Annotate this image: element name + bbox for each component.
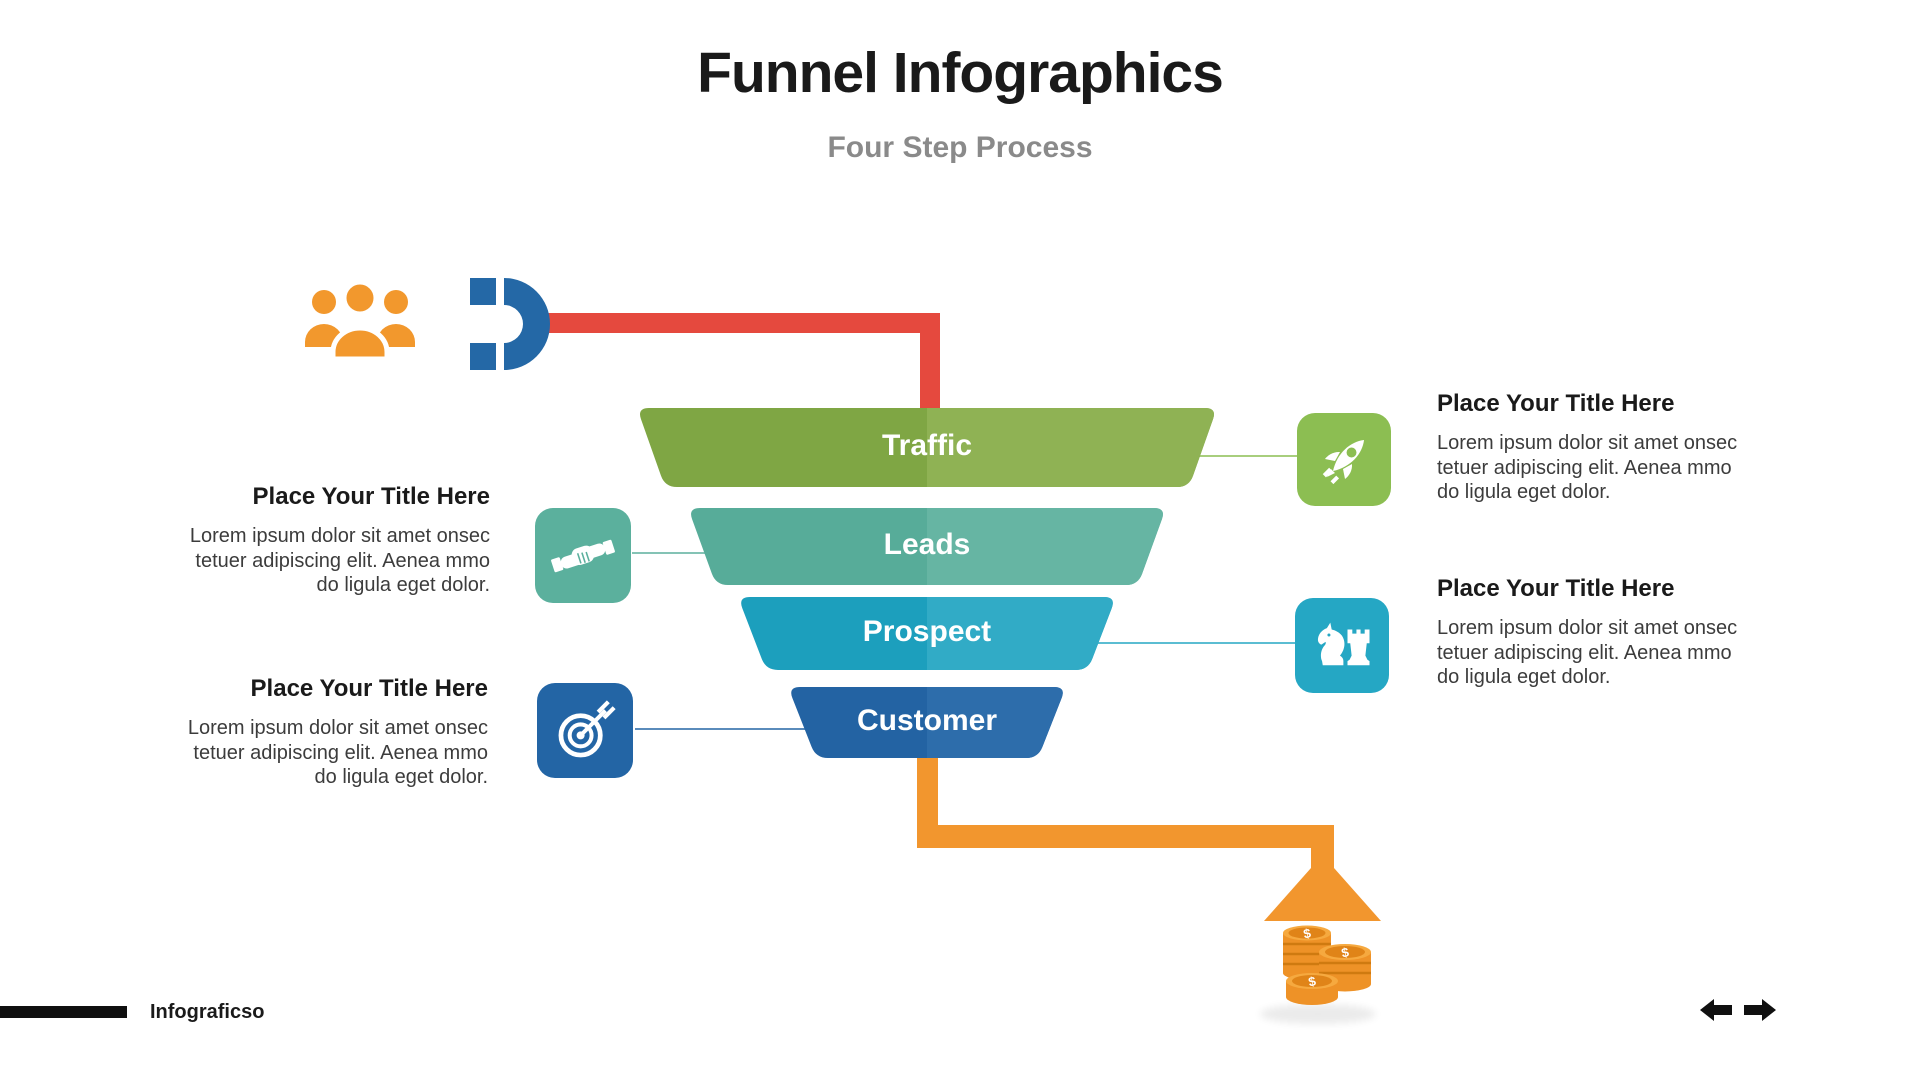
funnel-step-label-leads: Leads <box>883 528 971 561</box>
callout-title: Place Your Title Here <box>252 483 490 510</box>
chess-tile <box>1295 598 1389 693</box>
target-tile <box>537 683 633 778</box>
brand-rule <box>0 1006 127 1018</box>
coins-icon: $ $ $ <box>1260 925 1376 1024</box>
connector-lines <box>632 455 1300 730</box>
chess-icon <box>1317 622 1370 665</box>
outlet-funnel-mouth <box>1264 868 1381 921</box>
page-subtitle: Four Step Process <box>827 131 1093 164</box>
slide-nav <box>1700 999 1776 1021</box>
target-arrow-icon <box>558 699 616 757</box>
handshake-tile <box>535 508 631 603</box>
rocket-tile <box>1297 413 1391 506</box>
callout-left-bottom: Place Your Title Here Lorem ipsum dolor … <box>118 674 488 790</box>
funnel-step-label-customer: Customer <box>856 704 998 737</box>
funnel-steps <box>640 408 1214 758</box>
brand-logo-text: Infograficso <box>150 1001 265 1023</box>
inlet-pipe <box>548 313 940 410</box>
handshake-icon <box>551 539 615 572</box>
svg-text:$: $ <box>1302 925 1313 941</box>
callout-right-bottom: Place Your Title Here Lorem ipsum dolor … <box>1437 574 1807 690</box>
coin-front: $ <box>1286 973 1338 1005</box>
svg-text:$: $ <box>1340 944 1351 960</box>
callout-title: Place Your Title Here <box>1437 390 1675 417</box>
callout-title: Place Your Title Here <box>1437 575 1675 602</box>
rocket-icon <box>1322 439 1365 484</box>
funnel-step-label-traffic: Traffic <box>881 429 973 462</box>
svg-text:$: $ <box>1307 973 1318 989</box>
outlet-pipe <box>917 756 1381 921</box>
page-title: Funnel Infographics <box>697 41 1224 105</box>
prev-arrow-icon[interactable] <box>1700 999 1732 1021</box>
callout-left-top: Place Your Title Here Lorem ipsum dolor … <box>120 482 490 598</box>
callout-title: Place Your Title Here <box>250 675 488 702</box>
funnel-step-label-prospect: Prospect <box>862 615 992 648</box>
next-arrow-icon[interactable] <box>1744 999 1776 1021</box>
callout-right-top: Place Your Title Here Lorem ipsum dolor … <box>1437 389 1807 505</box>
users-icon <box>305 280 415 360</box>
magnet-icon <box>470 278 550 370</box>
